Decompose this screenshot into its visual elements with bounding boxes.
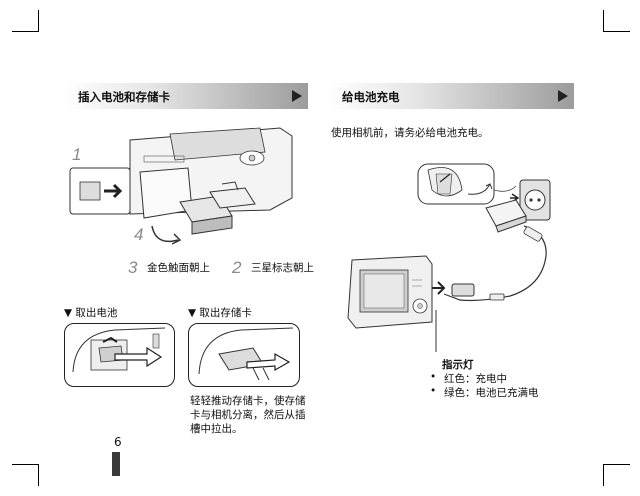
crop-mark <box>603 464 604 486</box>
crop-mark <box>603 10 604 32</box>
section-title: 插入电池和存储卡 <box>78 90 170 104</box>
page-number: 6 <box>114 435 122 449</box>
remove-card-caption-line: 轻轻推动存储卡，使存储 <box>190 395 306 407</box>
crop-mark <box>12 31 39 32</box>
step-label: 金色触面朝上 <box>147 262 210 274</box>
step-number: 2 <box>232 258 242 277</box>
section-header-left: 插入电池和存储卡 <box>64 83 308 109</box>
step-number: 4 <box>134 225 144 244</box>
indicator-item-red: 红色：充电中 <box>444 373 507 385</box>
remove-card-heading: ▼ 取出存储卡 <box>188 307 252 319</box>
crop-mark <box>38 10 39 32</box>
remove-battery-illustration <box>72 327 166 373</box>
indicator-item-green: 绿色：电池已充满电 <box>444 387 539 399</box>
step-number: 3 <box>128 258 138 277</box>
crop-mark <box>38 464 39 486</box>
remove-card-illustration <box>198 327 294 381</box>
remove-card-caption-line: 槽中拉出。 <box>190 423 243 435</box>
section-title: 给电池充电 <box>342 90 400 104</box>
charging-illustration <box>347 163 551 352</box>
section-header-right: 给电池充电 <box>328 83 574 109</box>
crop-mark <box>603 464 630 465</box>
remove-battery-panel <box>64 323 175 387</box>
play-arrow-icon <box>292 90 302 102</box>
play-arrow-icon <box>558 90 568 102</box>
camera-battery-card-illustration <box>69 127 293 245</box>
charging-intro: 使用相机前，请务必给电池充电。 <box>331 127 489 139</box>
step-label: 三星标志朝上 <box>251 262 314 274</box>
indicator-bullet: • <box>430 371 437 383</box>
remove-battery-heading: ▼ 取出电池 <box>64 307 118 319</box>
crop-mark <box>12 464 39 465</box>
indicator-bullet: • <box>430 385 437 397</box>
indicator-title: 指示灯 <box>442 359 474 371</box>
remove-card-caption-line: 卡与相机分离，然后从插 <box>190 409 306 421</box>
crop-mark <box>603 31 630 32</box>
page-marker-bar <box>112 452 120 476</box>
step-number: 1 <box>72 145 82 164</box>
remove-card-panel <box>188 323 300 387</box>
